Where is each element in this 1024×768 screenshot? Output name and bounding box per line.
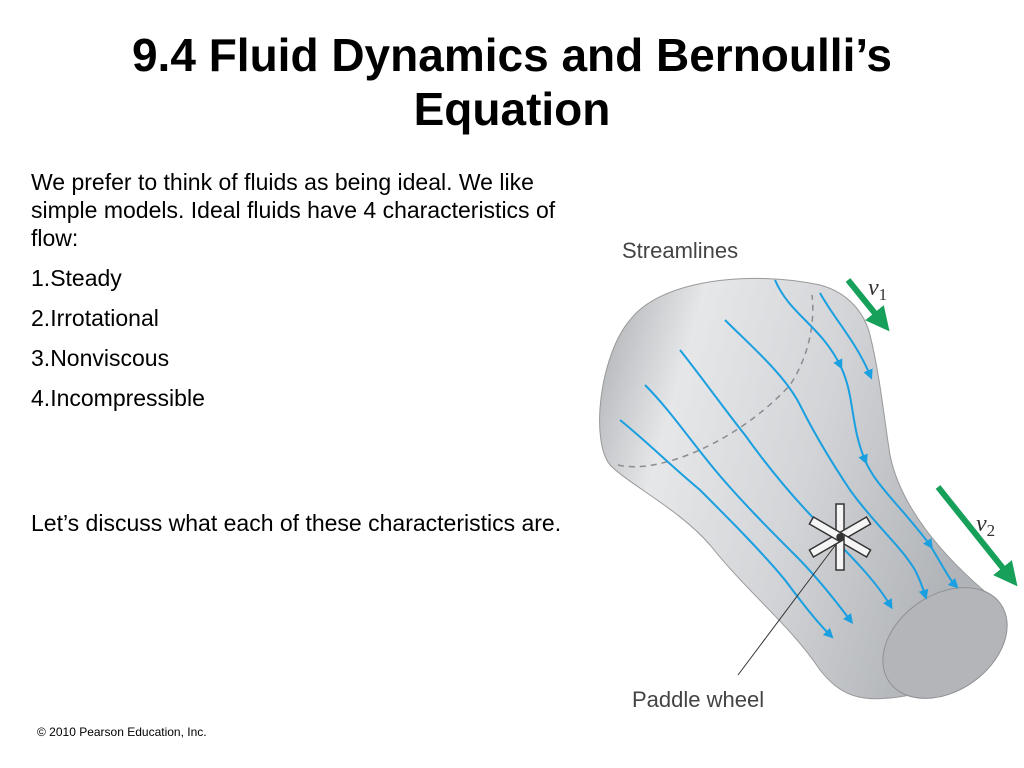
list-item: 3.Nonviscous: [31, 344, 591, 372]
streamlines: [619, 279, 959, 639]
list-label: Incompressible: [50, 385, 205, 411]
streamlines-label: Streamlines: [622, 238, 738, 263]
v1-subscript: 1: [879, 285, 888, 304]
v2-symbol: v: [976, 511, 987, 537]
fluid-flow-diagram: Streamlines Paddle wheel v1 v2: [599, 238, 1018, 712]
list-label: Nonviscous: [50, 345, 170, 371]
v1-symbol: v: [868, 275, 879, 301]
slide-body: We prefer to think of fluids as being id…: [31, 168, 591, 412]
characteristics-list: 1.Steady 2.Irrotational 3.Nonviscous 4.I…: [31, 264, 591, 412]
title-line-2: Equation: [413, 83, 611, 135]
list-number: 4.: [31, 385, 51, 411]
list-label: Steady: [50, 265, 122, 291]
list-number: 2.: [31, 305, 51, 331]
copyright-notice: © 2010 Pearson Education, Inc.: [37, 725, 207, 739]
v1-label: v1: [868, 275, 887, 304]
paddle-wheel-icon: [808, 503, 872, 571]
intro-paragraph: We prefer to think of fluids as being id…: [31, 169, 556, 251]
streamline: [644, 384, 854, 624]
streamline: [819, 292, 873, 380]
v2-subscript: 2: [987, 521, 996, 540]
v2-label: v2: [976, 511, 995, 540]
paddle-wheel-leader: [737, 542, 838, 676]
list-label: Irrotational: [50, 305, 159, 331]
list-number: 1.: [31, 265, 51, 291]
slide-title: 9.4 Fluid Dynamics and Bernoulli’s Equat…: [40, 28, 984, 136]
list-number: 3.: [31, 345, 51, 371]
v1-arrow: [845, 278, 890, 332]
paddle-wheel-label: Paddle wheel: [632, 687, 764, 712]
streamline: [679, 349, 893, 610]
list-item: 4.Incompressible: [31, 384, 591, 412]
streamline: [774, 279, 959, 589]
v2-arrow: [935, 485, 1018, 587]
streamline: [724, 319, 929, 600]
list-item: 2.Irrotational: [31, 304, 591, 332]
streamline: [619, 419, 834, 639]
list-item: 1.Steady: [31, 264, 591, 292]
closing-paragraph: Let’s discuss what each of these charact…: [31, 510, 562, 536]
title-line-1: 9.4 Fluid Dynamics and Bernoulli’s: [131, 29, 893, 81]
tube-outlet: [882, 587, 1008, 699]
